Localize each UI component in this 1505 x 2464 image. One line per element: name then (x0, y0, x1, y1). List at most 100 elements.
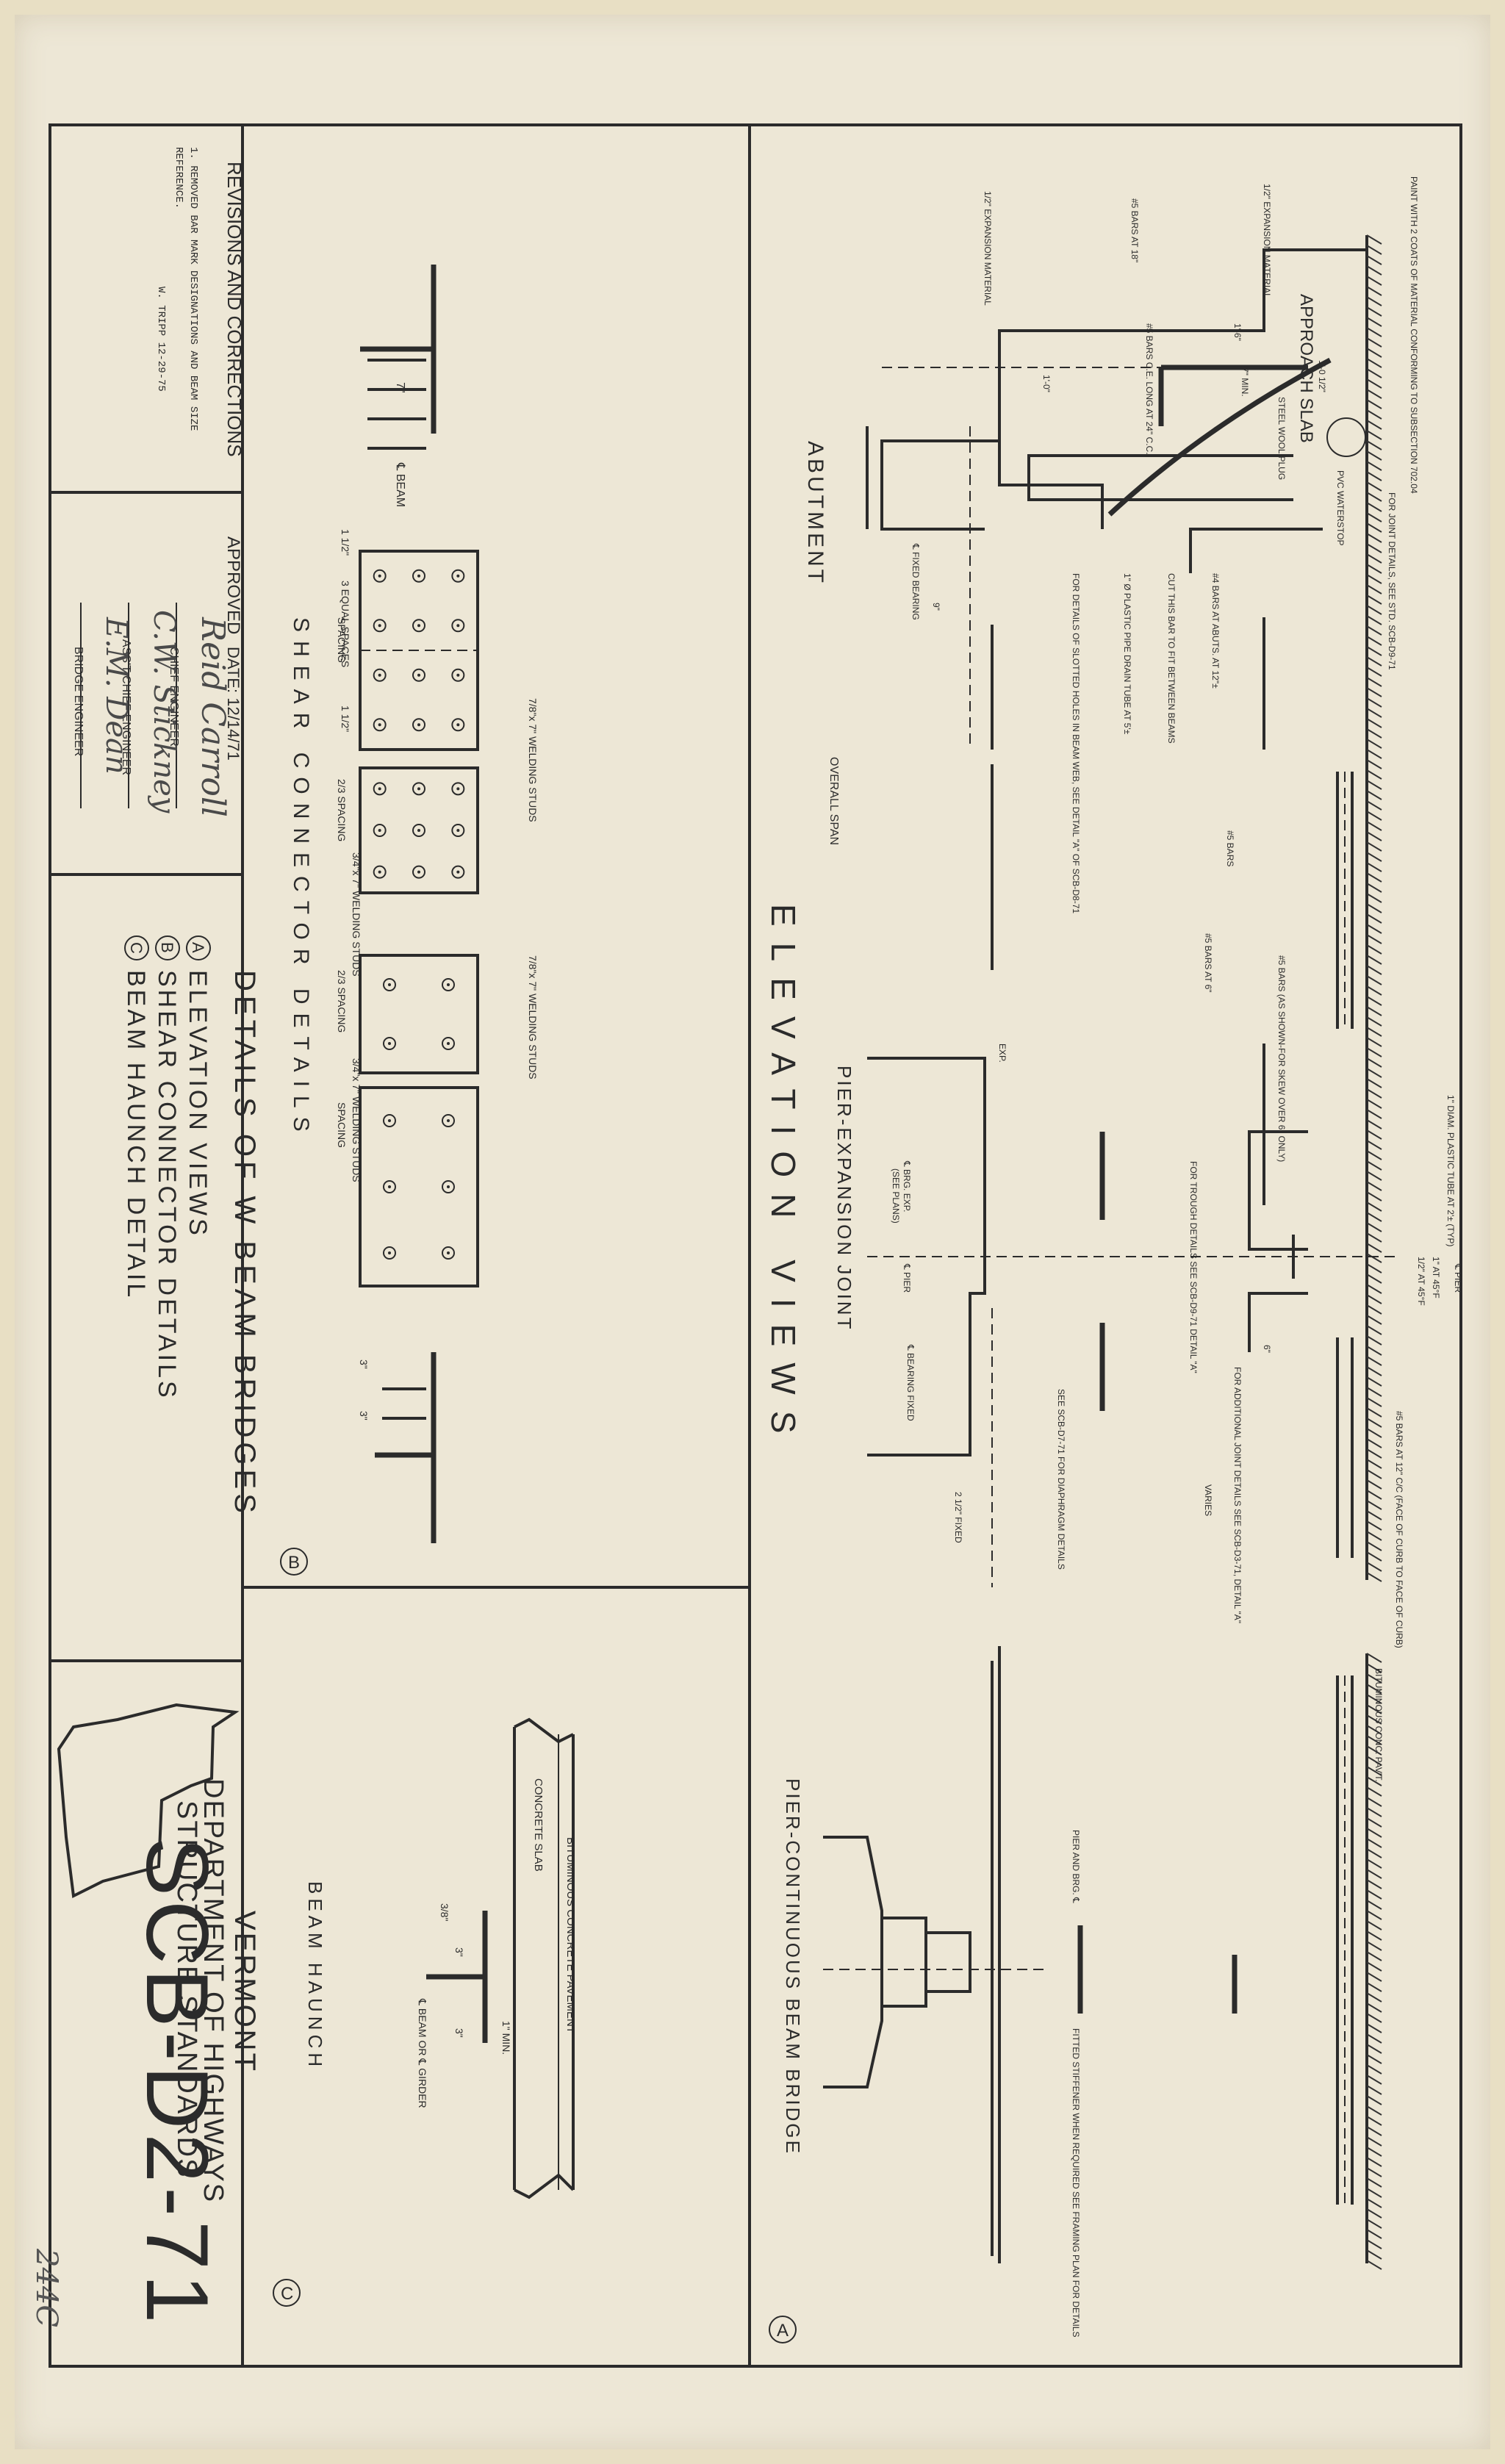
welding-stud (383, 978, 396, 991)
drawing-number: SCB-D2-71 (128, 1837, 226, 2328)
hatch-line (1366, 1500, 1382, 1510)
welding-stud (373, 718, 387, 732)
contents-mark-b: B (158, 942, 176, 953)
slotted-note: FOR DETAILS OF SLOTTED HOLES IN BEAM WEB… (1071, 573, 1081, 913)
hatch-line (1366, 522, 1382, 533)
welding-stud-center (417, 723, 420, 727)
drawing-sheet: REVISIONS AND CORRECTIONS 1. REMOVED BAR… (15, 15, 1490, 2449)
welding-stud-center (378, 723, 381, 727)
hatch-line (1366, 1745, 1382, 1756)
hatch-line (1366, 1520, 1382, 1531)
stud-note-2: 3/4"x 7" WELDING STUDS (351, 852, 362, 977)
hatch-line (1366, 1982, 1382, 1992)
panel-a-heading: ELEVATION VIEWS (764, 904, 802, 1449)
hatch-line (1366, 584, 1382, 595)
hatch-line (1366, 790, 1382, 800)
sheet-frame (49, 123, 1462, 2368)
welding-stud-center (378, 673, 381, 677)
fixed-bearing-label: ℄ FIXED BEARING (910, 543, 921, 620)
hatch-line (1366, 1160, 1382, 1171)
signature-3: E.M. Dean (99, 617, 133, 775)
welding-stud-center (447, 1119, 450, 1122)
hatch-line (1366, 2260, 1382, 2270)
hatch-line (1366, 1284, 1382, 1294)
haunch-girder: ℄ BEAM OR ℄ GIRDER (417, 1998, 428, 2108)
hatch-line (1366, 985, 1382, 996)
beam-centerline: ℄ BEAM (394, 462, 406, 507)
hatch-line (1366, 1776, 1382, 1786)
hatch-line (1366, 2105, 1382, 2116)
hatch-line (1366, 471, 1382, 481)
hatch-line (1366, 553, 1382, 564)
hatch-line (1366, 296, 1382, 306)
hatch-line (1366, 1397, 1382, 1407)
welding-stud (412, 782, 425, 796)
hatch-line (1366, 780, 1382, 790)
pier-continuous-label: PIER-CONTINUOUS BEAM BRIDGE (782, 1778, 804, 2155)
welding-stud-center (417, 829, 420, 832)
welding-stud (373, 865, 387, 879)
dim-9: 9" (931, 603, 941, 611)
hatch-line (1366, 306, 1382, 317)
bars-18-note: #5 BARS AT 18" (1129, 198, 1140, 262)
approved-label: APPROVED (223, 536, 243, 634)
hatch-line (1366, 1119, 1382, 1129)
signature-2: C.W. Stickney (147, 610, 181, 814)
hatch-line (1366, 1972, 1382, 1982)
approach-slab-label: APPROACH SLAB (1296, 294, 1316, 443)
welding-stud (373, 782, 387, 796)
welding-stud (442, 978, 455, 991)
welding-stud-center (388, 1185, 391, 1188)
at45-note: 1" AT 45°F (1431, 1257, 1441, 1299)
contents-mark-a: A (189, 942, 207, 953)
hatch-line (1366, 862, 1382, 872)
hatch-line (1366, 1900, 1382, 1910)
stud-plan-1 (359, 550, 479, 751)
panel-b-shear-connectors: SHEAR CONNECTOR DETAILS B ℄ BEAM 7" 1 1/… (280, 265, 539, 1576)
welding-stud-center (417, 624, 420, 628)
panel-a-mark: A (777, 2321, 789, 2341)
hatch-line (1366, 399, 1382, 409)
sheet-title: DETAILS OF W BEAM BRIDGES (229, 970, 261, 1517)
spacing-label-2: 2/3 SPACING (336, 779, 348, 841)
hatch-line (1366, 1961, 1382, 1972)
welding-stud (373, 668, 387, 682)
panel-c-mark: C (281, 2284, 293, 2304)
hatch-line (1366, 430, 1382, 440)
hatch-line (1366, 636, 1382, 646)
hatch-line (1366, 2157, 1382, 2167)
hatch-line (1366, 1078, 1382, 1088)
haunch-dim-38: 3/8" (439, 1903, 450, 1921)
welding-stud (412, 718, 425, 732)
overall-span-label: OVERALL SPAN (827, 757, 840, 845)
hatch-line (1366, 276, 1382, 286)
hatch-line (1366, 1222, 1382, 1232)
hatch-line (1366, 934, 1382, 944)
hatch-line (1366, 1541, 1382, 1551)
welding-stud-center (447, 983, 450, 986)
contents-mark-c: C (127, 942, 146, 954)
welding-stud-center (388, 1042, 391, 1045)
hatch-line (1366, 831, 1382, 841)
dim-1ft6: 1'-6" (1232, 323, 1243, 341)
hatch-line (1366, 2177, 1382, 2188)
hatch-line (1366, 1325, 1382, 1335)
hatch-line (1366, 625, 1382, 636)
deck-hatching (1366, 234, 1382, 1582)
dim-6: 6" (1262, 1345, 1272, 1353)
hatch-line (1366, 1572, 1382, 1582)
haunch-dim-3b: 3" (453, 2028, 465, 2038)
hatch-line (1366, 1376, 1382, 1387)
hatch-line (1366, 1129, 1382, 1140)
hatch-line (1366, 1191, 1382, 1202)
hatch-line (1366, 769, 1382, 780)
cut-bar-note: CUT THIS BAR TO FIT BETWEEN BEAMS (1166, 573, 1177, 744)
hatch-line (1366, 1428, 1382, 1438)
hatch-line (1366, 1418, 1382, 1428)
hatch-line (1366, 1037, 1382, 1047)
hatch-line (1366, 2249, 1382, 2260)
hatch-line (1366, 1068, 1382, 1078)
hatch-line (1366, 1490, 1382, 1500)
welding-stud (373, 569, 387, 583)
bridge-engineer-label: BRIDGE ENGINEER (72, 647, 85, 756)
